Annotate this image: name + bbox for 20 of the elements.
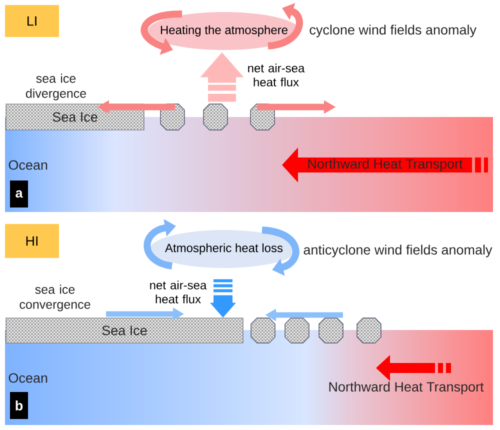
transport-label: Northward Heat Transport xyxy=(329,382,484,394)
ice-floe xyxy=(318,318,344,344)
sea-ice-slab: Sea Ice xyxy=(6,318,244,344)
ice-floe xyxy=(250,318,276,344)
edge-label: net air-sea heat flux xyxy=(248,64,305,86)
wind-field-label: cyclone wind fields anomaly xyxy=(310,24,476,38)
ice-floe xyxy=(203,104,228,130)
ice-floe xyxy=(356,318,382,344)
ice-floe xyxy=(284,318,310,344)
wind-field-label: anticyclone wind fields anomaly xyxy=(304,244,492,258)
panel-letter: a xyxy=(10,180,28,208)
node-label: Ocean xyxy=(8,160,48,170)
case-tag: HI xyxy=(5,224,59,258)
drift-label: sea ice convergence xyxy=(20,284,90,312)
sea-ice-slab: Sea Ice xyxy=(6,104,144,130)
edge-label: net air-sea heat flux xyxy=(150,280,207,304)
panel-letter: b xyxy=(10,392,28,419)
node-label: Ocean xyxy=(8,373,48,383)
case-tag: LI xyxy=(5,5,59,37)
drift-label: sea ice divergence xyxy=(26,74,86,100)
